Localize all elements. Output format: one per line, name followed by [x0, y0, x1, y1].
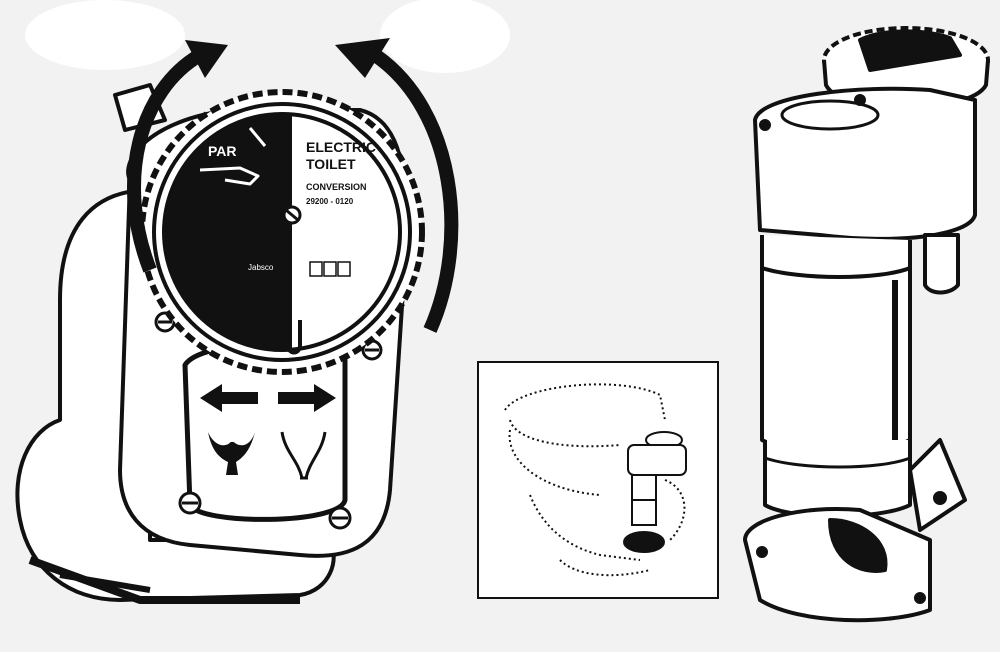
par-pointer-icon: [199, 166, 260, 186]
motor-lower-band: [763, 440, 912, 519]
highlight-blob-right: [380, 0, 510, 73]
dial-par-label: PAR: [208, 143, 237, 159]
dial-title-line1: ELECTRIC: [306, 139, 376, 155]
dial-logo-mark: [309, 261, 351, 277]
flush-right-arrow-icon: [278, 384, 336, 412]
installation-inset: [477, 361, 719, 599]
bowl-water-icon: [208, 432, 255, 475]
base-flange: [743, 507, 932, 623]
pump-full-view: [743, 26, 990, 623]
toilet-dotted-outline: [504, 383, 686, 577]
bowl-empty-icon: [280, 431, 327, 480]
side-fitting: [923, 233, 960, 295]
dial-title-line2: TOILET: [306, 156, 356, 172]
rotate-right-arrow-icon: [335, 38, 459, 333]
flush-left-arrow-icon: [200, 384, 258, 412]
dial-subtitle: CONVERSION: [306, 182, 367, 192]
latch-hook: [286, 320, 302, 355]
base-port: [828, 518, 888, 573]
pump-closeup: [15, 83, 425, 604]
motor-cylinder: [760, 235, 912, 454]
outlet-bracket: [908, 438, 967, 532]
pump-housing-back: [15, 188, 336, 602]
screws: [154, 311, 383, 530]
rotate-left-arrow-icon: [127, 40, 228, 273]
inset-frame: [477, 361, 719, 599]
dial-brand: Jabsco: [248, 263, 274, 272]
highlight-blob-left: [25, 0, 185, 70]
mini-pump: [623, 431, 687, 553]
top-cap-label: [858, 29, 962, 72]
dial-part-number: 29200 - 0120: [306, 197, 354, 206]
